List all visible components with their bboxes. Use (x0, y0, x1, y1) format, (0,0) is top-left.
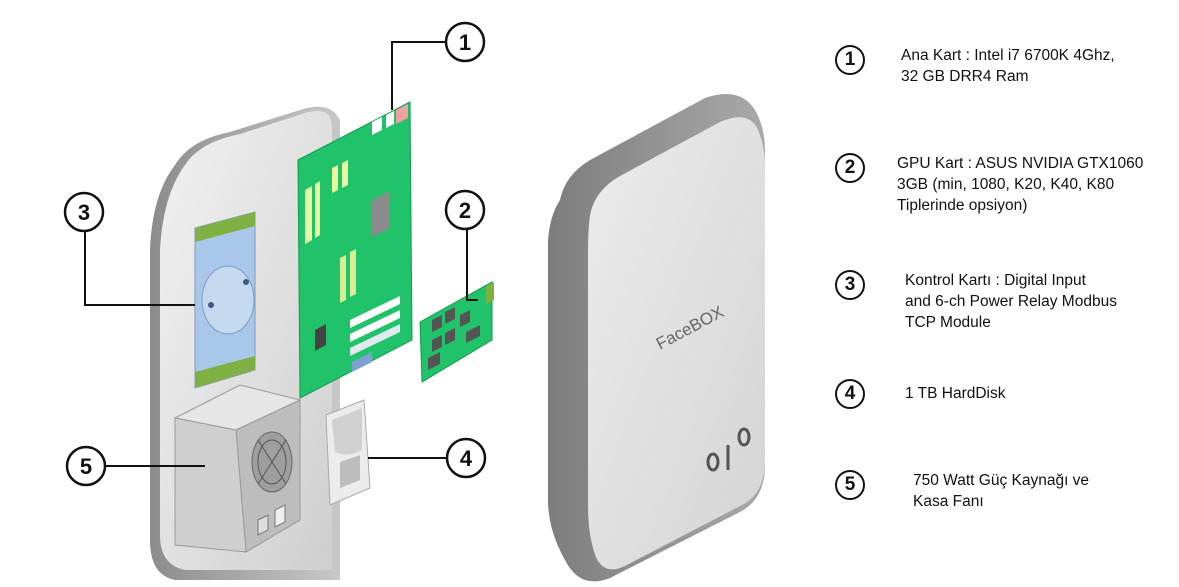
legend-item-2: 2 GPU Kart : ASUS NVIDIA GTX1060 3GB (mi… (835, 153, 1179, 216)
legend-4-number: 4 (835, 379, 865, 409)
hdd-component (194, 211, 256, 389)
legend-5-number: 5 (835, 470, 865, 500)
facebox-device: FaceBOX (548, 94, 765, 582)
callout-1: 1 (444, 21, 486, 63)
legend-item-1: 1 Ana Kart : Intel i7 6700K 4Ghz, 32 GB … (835, 45, 1179, 87)
motherboard-component (297, 101, 413, 399)
legend-1-number: 1 (835, 45, 865, 75)
harddisk-component (325, 399, 371, 506)
gpu-component (419, 281, 494, 383)
legend-item-3: 3 Kontrol Kartı : Digital Input and 6-ch… (835, 270, 1179, 333)
callout-2-number: 2 (459, 198, 471, 223)
callout-5: 5 (65, 445, 107, 487)
callout-1-number: 1 (459, 30, 471, 55)
callout-4: 4 (445, 437, 487, 479)
callout-5-number: 5 (80, 454, 92, 479)
callout-4-number: 4 (460, 446, 473, 471)
legend-item-5: 5 750 Watt Güç Kaynağı ve Kasa Fanı (835, 470, 1179, 512)
device-power-mark (706, 427, 751, 472)
legend-item-4: 4 1 TB HardDisk (835, 379, 1179, 409)
callout-3: 3 (63, 191, 105, 233)
legend-5-text: 750 Watt Güç Kaynağı ve Kasa Fanı (913, 472, 1090, 510)
legend-4-text: 1 TB HardDisk (905, 385, 1006, 402)
legend-2-number: 2 (835, 153, 865, 183)
legend-1-text: Ana Kart : Intel i7 6700K 4Ghz, 32 GB DR… (901, 47, 1115, 85)
psu-component (173, 384, 302, 553)
callout-2: 2 (444, 189, 486, 231)
legend-3-number: 3 (835, 270, 865, 300)
legend-2-text: GPU Kart : ASUS NVIDIA GTX1060 3GB (min,… (897, 155, 1144, 214)
callout-3-number: 3 (78, 200, 90, 225)
legend-3-text: Kontrol Kartı : Digital Input and 6-ch P… (905, 272, 1117, 331)
